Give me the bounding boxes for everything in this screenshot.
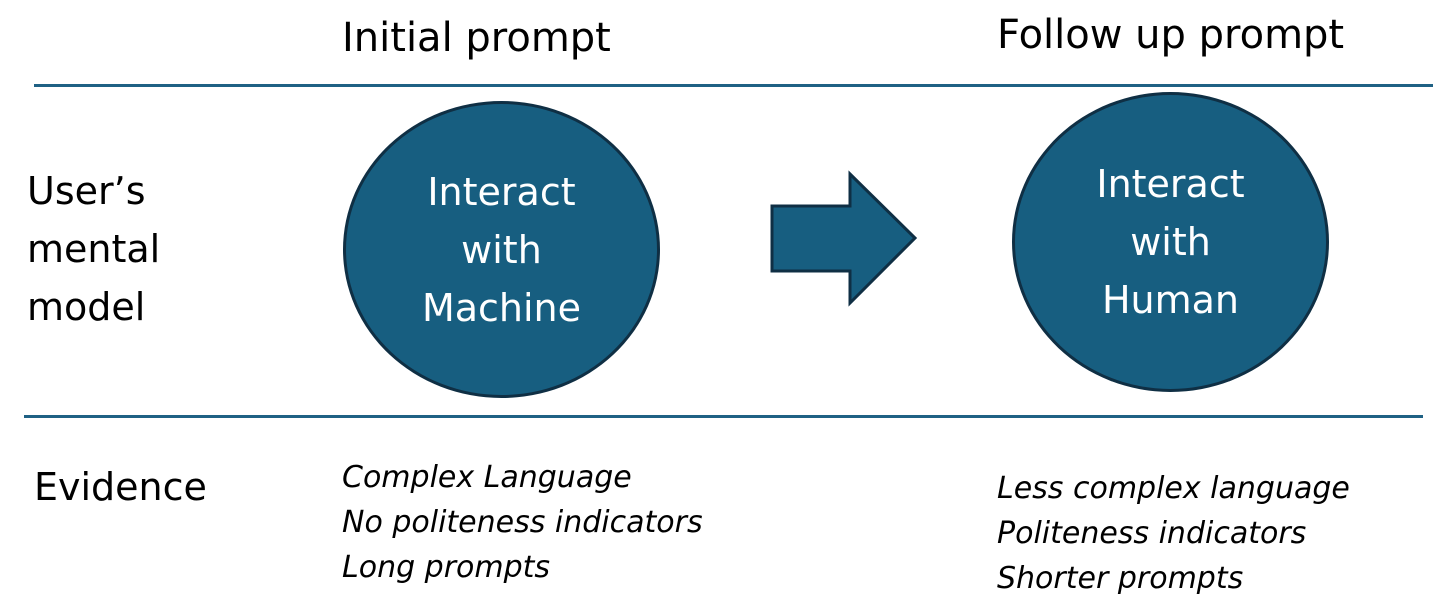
row-label-line: model (27, 285, 146, 329)
evidence-item: Complex Language (342, 460, 632, 495)
circle-text-line: Human (1101, 278, 1240, 322)
top-divider (34, 84, 1433, 87)
circle-text-line: Machine (421, 285, 582, 330)
evidence-list-followup: Less complex language Politeness indicat… (997, 466, 1350, 601)
circle-text-line: with (1130, 220, 1211, 264)
row-label-mental-model: User’s mental model (27, 162, 160, 336)
evidence-item: Less complex language (997, 471, 1350, 506)
row-label-line: mental (27, 227, 161, 271)
circle-machine-text: Interact with Machine (422, 163, 581, 337)
circle-human-text: Interact with Human (1096, 155, 1244, 329)
evidence-item: Politeness indicators (997, 516, 1307, 551)
evidence-item: Long prompts (342, 550, 551, 585)
circle-text-line: Interact (427, 169, 576, 214)
circle-text-line: Interact (1096, 162, 1245, 206)
header-initial-prompt: Initial prompt (342, 15, 611, 61)
header-follow-up-prompt: Follow up prompt (997, 12, 1345, 58)
row-label-evidence: Evidence (34, 465, 207, 509)
circle-text-line: with (461, 227, 542, 272)
row-label-line: User’s (27, 169, 146, 213)
circle-interact-with-machine: Interact with Machine (343, 101, 660, 398)
right-arrow-icon (770, 170, 918, 307)
evidence-item: No politeness indicators (342, 505, 703, 540)
evidence-item: Shorter prompts (997, 561, 1244, 596)
middle-divider (24, 415, 1423, 418)
right-arrow-shape (770, 170, 918, 307)
circle-interact-with-human: Interact with Human (1012, 92, 1329, 392)
evidence-list-initial: Complex Language No politeness indicator… (342, 455, 703, 590)
